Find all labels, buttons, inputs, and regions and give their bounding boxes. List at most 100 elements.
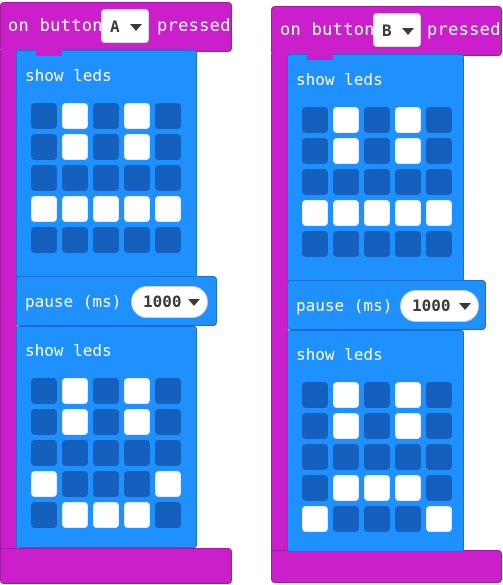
led-off[interactable]: [395, 169, 421, 195]
led-on[interactable]: [93, 502, 119, 528]
led-on[interactable]: [155, 471, 181, 497]
led-on[interactable]: [426, 506, 452, 532]
led-off[interactable]: [426, 382, 452, 408]
led-off[interactable]: [31, 165, 57, 191]
led-on[interactable]: [124, 378, 150, 404]
led-on[interactable]: [364, 200, 390, 226]
led-on[interactable]: [124, 134, 150, 160]
led-on[interactable]: [333, 107, 359, 133]
led-off[interactable]: [302, 107, 328, 133]
led-on[interactable]: [124, 103, 150, 129]
led-off[interactable]: [93, 165, 119, 191]
led-grid[interactable]: [31, 103, 181, 253]
led-off[interactable]: [302, 413, 328, 439]
led-on[interactable]: [333, 382, 359, 408]
led-off[interactable]: [333, 506, 359, 532]
show-leds-block[interactable]: show leds: [287, 330, 464, 552]
led-off[interactable]: [124, 165, 150, 191]
led-on[interactable]: [93, 196, 119, 222]
led-off[interactable]: [426, 138, 452, 164]
led-off[interactable]: [155, 227, 181, 253]
led-on[interactable]: [62, 196, 88, 222]
led-off[interactable]: [31, 502, 57, 528]
led-off[interactable]: [31, 409, 57, 435]
led-off[interactable]: [62, 165, 88, 191]
led-off[interactable]: [31, 227, 57, 253]
led-off[interactable]: [155, 502, 181, 528]
led-on[interactable]: [124, 409, 150, 435]
led-off[interactable]: [31, 134, 57, 160]
led-off[interactable]: [302, 444, 328, 470]
led-on[interactable]: [333, 200, 359, 226]
led-off[interactable]: [62, 471, 88, 497]
show-leds-block[interactable]: show leds: [287, 54, 464, 282]
led-off[interactable]: [93, 471, 119, 497]
led-off[interactable]: [302, 138, 328, 164]
led-off[interactable]: [426, 444, 452, 470]
led-off[interactable]: [31, 440, 57, 466]
led-off[interactable]: [302, 169, 328, 195]
on-button-a-event[interactable]: on button A pressed show leds pause (ms)…: [0, 0, 235, 585]
led-off[interactable]: [426, 169, 452, 195]
led-off[interactable]: [364, 231, 390, 257]
led-on[interactable]: [395, 413, 421, 439]
led-off[interactable]: [395, 231, 421, 257]
led-off[interactable]: [93, 227, 119, 253]
led-off[interactable]: [155, 103, 181, 129]
led-off[interactable]: [155, 165, 181, 191]
led-on[interactable]: [31, 196, 57, 222]
led-off[interactable]: [426, 107, 452, 133]
button-dropdown[interactable]: A: [101, 9, 149, 43]
button-dropdown[interactable]: B: [373, 13, 421, 47]
led-on[interactable]: [124, 502, 150, 528]
pause-block[interactable]: pause (ms) 1000: [16, 276, 217, 326]
led-off[interactable]: [302, 475, 328, 501]
led-off[interactable]: [93, 409, 119, 435]
led-off[interactable]: [364, 169, 390, 195]
led-on[interactable]: [62, 378, 88, 404]
led-on[interactable]: [395, 382, 421, 408]
pause-duration-dropdown[interactable]: 1000: [400, 290, 479, 322]
show-leds-block[interactable]: show leds: [16, 326, 197, 548]
led-off[interactable]: [364, 138, 390, 164]
led-on[interactable]: [302, 506, 328, 532]
led-off[interactable]: [93, 134, 119, 160]
led-off[interactable]: [62, 440, 88, 466]
led-grid[interactable]: [302, 382, 452, 532]
on-button-b-event[interactable]: on button B pressed show leds pause (ms)…: [271, 0, 503, 585]
led-off[interactable]: [155, 134, 181, 160]
pause-duration-dropdown[interactable]: 1000: [131, 286, 208, 318]
led-on[interactable]: [302, 200, 328, 226]
led-off[interactable]: [302, 382, 328, 408]
led-off[interactable]: [31, 378, 57, 404]
led-off[interactable]: [124, 227, 150, 253]
led-off[interactable]: [426, 475, 452, 501]
led-off[interactable]: [93, 378, 119, 404]
led-off[interactable]: [395, 506, 421, 532]
led-off[interactable]: [31, 103, 57, 129]
led-off[interactable]: [364, 382, 390, 408]
led-on[interactable]: [124, 196, 150, 222]
led-off[interactable]: [333, 231, 359, 257]
led-on[interactable]: [62, 409, 88, 435]
led-off[interactable]: [155, 409, 181, 435]
led-off[interactable]: [364, 506, 390, 532]
led-off[interactable]: [62, 227, 88, 253]
led-on[interactable]: [333, 475, 359, 501]
led-on[interactable]: [426, 200, 452, 226]
led-off[interactable]: [426, 413, 452, 439]
led-off[interactable]: [302, 231, 328, 257]
led-off[interactable]: [395, 444, 421, 470]
pause-block[interactable]: pause (ms) 1000: [287, 280, 486, 330]
led-off[interactable]: [364, 413, 390, 439]
led-on[interactable]: [62, 103, 88, 129]
led-off[interactable]: [93, 440, 119, 466]
led-off[interactable]: [155, 440, 181, 466]
led-on[interactable]: [62, 502, 88, 528]
led-on[interactable]: [155, 196, 181, 222]
led-on[interactable]: [395, 475, 421, 501]
led-off[interactable]: [124, 471, 150, 497]
led-off[interactable]: [333, 444, 359, 470]
led-on[interactable]: [395, 138, 421, 164]
led-off[interactable]: [426, 231, 452, 257]
